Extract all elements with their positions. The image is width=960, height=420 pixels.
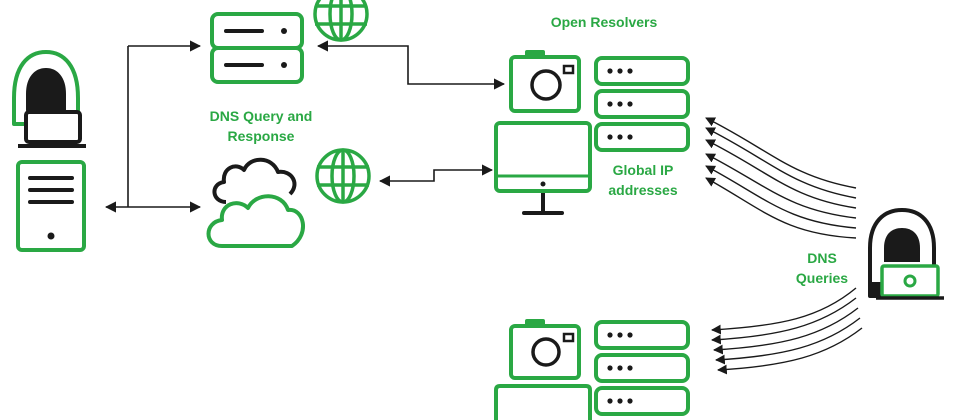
dns-query-arrows-bottom — [711, 287, 863, 375]
cloud-icon — [206, 157, 305, 248]
victim-connectors — [104, 40, 202, 213]
dns-query-response-line1: DNS Query and — [209, 108, 313, 124]
globe-icon — [315, 148, 371, 204]
global-ip-label: Global IP addresses — [596, 160, 690, 200]
dns-query-response-label: DNS Query and Response — [186, 106, 336, 146]
global-ip-line2: addresses — [608, 182, 678, 198]
globe-icon — [313, 0, 369, 42]
camera-icon — [509, 319, 581, 380]
dns-queries-line1: DNS — [807, 250, 837, 266]
open-resolvers-text: Open Resolvers — [550, 14, 658, 30]
server-rack-icon — [594, 56, 690, 152]
server-rack-icon — [594, 320, 690, 416]
monitor-icon — [494, 384, 592, 420]
dns-queries-label: DNS Queries — [786, 248, 858, 288]
dns-server-icon — [210, 12, 304, 84]
dns-query-response-line2: Response — [227, 128, 295, 144]
dns-query-arrows-top — [705, 117, 857, 239]
attacker-laptop-icon — [876, 264, 944, 300]
resolver-connectors — [316, 40, 506, 187]
victim-server-icon — [16, 160, 86, 252]
open-resolvers-label: Open Resolvers — [526, 12, 682, 32]
monitor-icon — [494, 121, 592, 215]
camera-icon — [509, 50, 581, 113]
hooded-victim-icon — [12, 50, 86, 148]
dns-queries-line2: Queries — [795, 270, 849, 286]
global-ip-line1: Global IP — [612, 162, 674, 178]
